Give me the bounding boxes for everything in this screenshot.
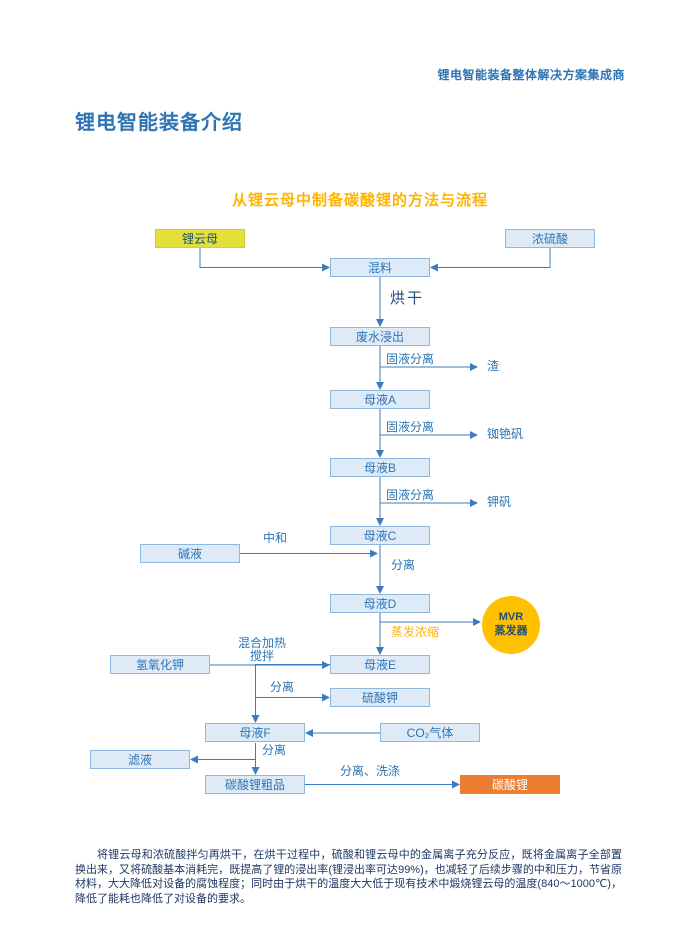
label-residue: 渣 (487, 359, 500, 373)
label-evaporation-concentration: 蒸发浓缩 (391, 625, 440, 639)
node-mother-liquor-f: 母液F (205, 723, 305, 742)
node-conc-sulfuric-acid: 浓硫酸 (505, 229, 595, 248)
node-mother-liquor-e: 母液E (330, 655, 430, 674)
node-mvr-evaporator: MVR 蒸发器 (482, 596, 540, 654)
label-separation-3: 分离 (262, 743, 287, 757)
node-lithium-carbonate: 碳酸锂 (460, 775, 560, 794)
edge-lepidolite-mixing (199, 248, 330, 272)
node-crude-lithium-carbonate: 碳酸锂粗品 (205, 775, 305, 794)
label-stirring: 搅拌 (250, 649, 275, 663)
node-mixing: 混料 (330, 258, 430, 277)
node-filtrate: 滤液 (90, 750, 190, 769)
footnote-paragraph: 将锂云母和浓硫酸拌匀再烘干，在烘干过程中，硫酸和锂云母中的金属离子充分反应，既将… (75, 849, 622, 905)
edge-sulfuric-mixing (430, 248, 551, 272)
label-rb-cs-alum: 铷铯矾 (487, 427, 524, 441)
label-separation-washing: 分离、洗涤 (340, 764, 401, 778)
node-wastewater-leaching: 废水浸出 (330, 327, 430, 346)
page-title: 锂电智能装备介绍 (75, 112, 243, 134)
node-mother-liquor-a: 母液A (330, 390, 430, 409)
header-slogan: 锂电智能装备整体解决方案集成商 (437, 68, 625, 82)
node-potassium-hydroxide: 氢氧化钾 (110, 655, 210, 674)
node-co2-gas: CO₂气体 (380, 723, 480, 742)
flowchart-title: 从锂云母中制备碳酸锂的方法与流程 (231, 192, 488, 209)
label-drying: 烘干 (390, 290, 425, 307)
node-alkali-liquor: 碱液 (140, 544, 240, 563)
node-mother-liquor-c: 母液C (330, 526, 430, 545)
label-solid-liquid-separation-2: 固液分离 (386, 420, 435, 434)
node-mother-liquor-b: 母液B (330, 458, 430, 477)
label-mixing-heating: 混合加热 (238, 636, 287, 650)
node-mother-liquor-d: 母液D (330, 594, 430, 613)
label-neutralization: 中和 (263, 531, 288, 545)
label-solid-liquid-separation-3: 固液分离 (386, 488, 435, 502)
node-potassium-sulfate: 硫酸钾 (330, 688, 430, 707)
label-separation-1: 分离 (391, 558, 416, 572)
label-potassium-alum: 钾矾 (487, 495, 512, 509)
label-separation-2: 分离 (270, 680, 295, 694)
mvr-label-line2: 蒸发器 (494, 625, 528, 637)
mvr-label-line1: MVR (498, 611, 524, 624)
label-solid-liquid-separation-1: 固液分离 (386, 352, 435, 366)
node-lepidolite: 锂云母 (155, 229, 245, 248)
